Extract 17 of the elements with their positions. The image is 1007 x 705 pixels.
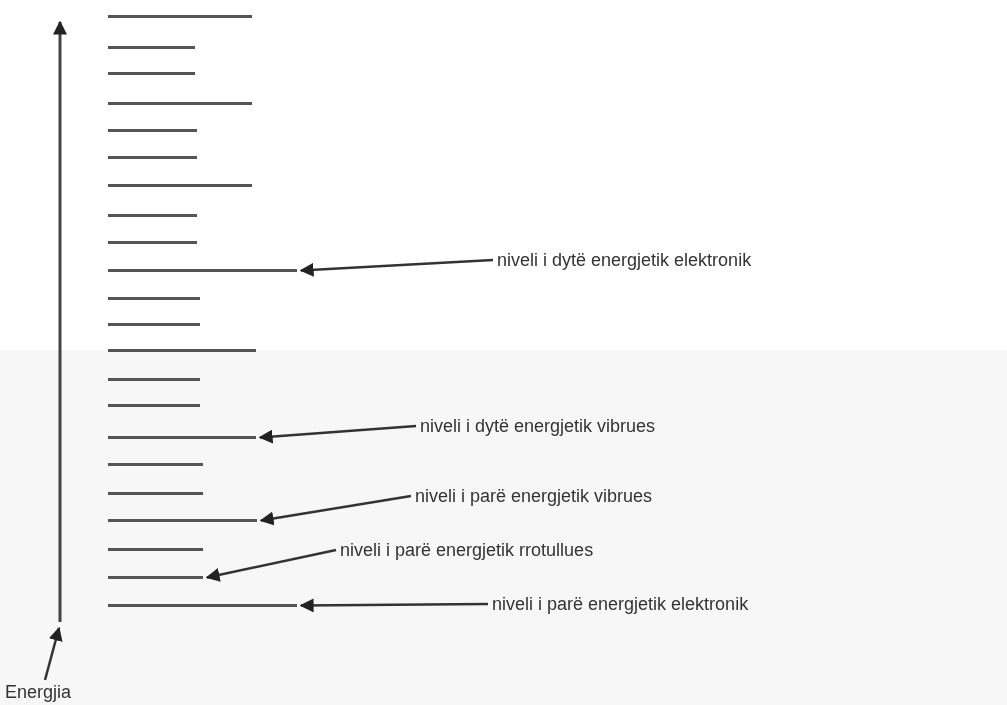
level-label: niveli i parë energjetik elektronik bbox=[492, 594, 749, 614]
leader-arrow bbox=[43, 626, 63, 681]
axis-label: Energjia bbox=[5, 682, 72, 702]
level-label: niveli i dytë energjetik vibrues bbox=[420, 416, 656, 436]
leader-arrow bbox=[259, 494, 412, 526]
leader-arrow bbox=[205, 548, 337, 582]
energy-level-line bbox=[108, 519, 257, 522]
energy-level-line bbox=[108, 604, 297, 607]
energy-level-line bbox=[108, 436, 256, 439]
leader-arrow bbox=[258, 424, 417, 444]
leader-arrow bbox=[299, 598, 488, 613]
energy-level-line bbox=[108, 269, 297, 272]
level-label: niveli i dytë energjetik elektronik bbox=[497, 250, 752, 270]
leader-arrow bbox=[299, 258, 494, 277]
energy-level-line bbox=[108, 576, 203, 579]
level-label: niveli i parë energjetik vibrues bbox=[415, 486, 653, 506]
level-label: niveli i parë energjetik rrotullues bbox=[340, 540, 594, 560]
